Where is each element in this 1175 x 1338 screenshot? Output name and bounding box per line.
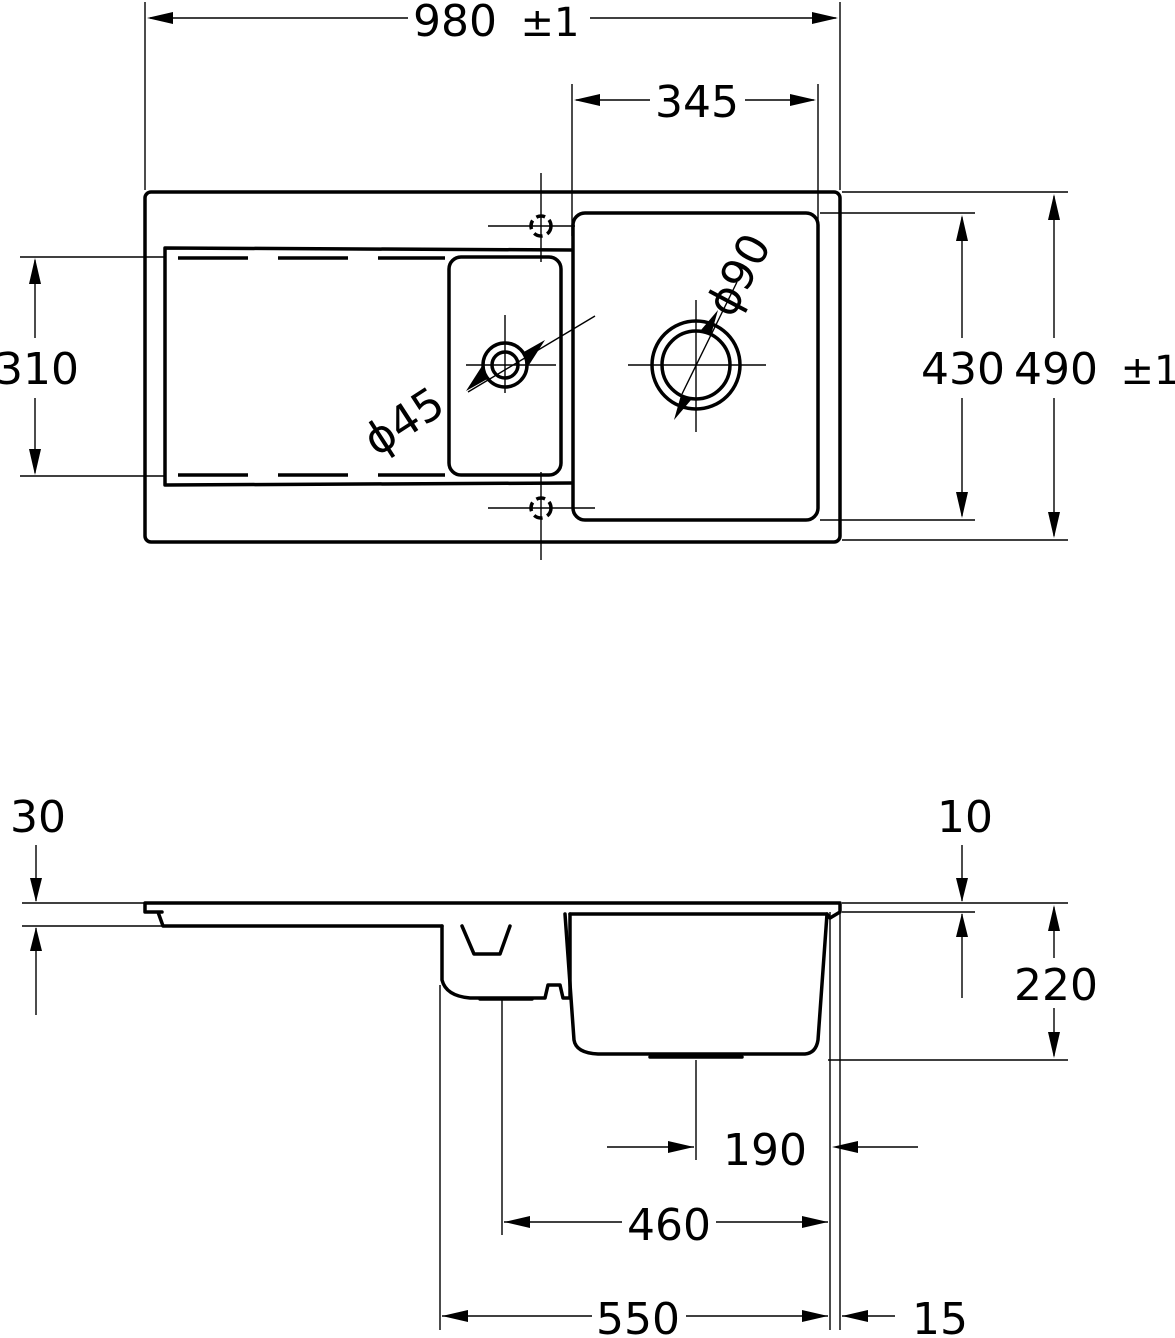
dim-bowl-width: 345 <box>655 77 739 128</box>
dim-overall-width: 980 <box>413 0 497 47</box>
top-view: 980 ±1 345 310 430 490 ±1 <box>0 0 1175 560</box>
dim-drainer-depth: 310 <box>0 344 79 395</box>
small-bowl <box>447 255 563 477</box>
small-bowl-strainer <box>460 924 512 956</box>
dim-bowl-height: 220 <box>1014 960 1098 1011</box>
dim-overall-width-tol: ±1 <box>521 0 580 46</box>
dim-rim-thickness: 30 <box>10 792 66 843</box>
sink-rim-profile <box>143 901 842 928</box>
dim-main-waste-dia: ϕ90 <box>697 226 782 325</box>
dim-waste-to-edge: 190 <box>723 1125 807 1176</box>
dim-cutout-to-edge: 550 <box>596 1294 680 1338</box>
small-bowl-profile <box>440 912 572 1000</box>
dim-overall-depth-tol: ±1 <box>1121 348 1175 394</box>
dim-edge-margin: 15 <box>912 1294 968 1338</box>
main-bowl <box>571 211 820 522</box>
side-view: 30 10 220 190 460 <box>10 792 1098 1338</box>
sink-outline <box>143 190 842 544</box>
dim-small-waste-to-edge: 460 <box>627 1200 711 1251</box>
dim-flange-offset: 10 <box>937 792 993 843</box>
drainer-area <box>163 246 574 487</box>
dim-overall-depth: 490 <box>1014 344 1098 395</box>
dim-small-waste-dia: ϕ45 <box>355 377 454 466</box>
main-bowl-profile <box>563 912 829 1056</box>
dim-bowl-depth: 430 <box>921 344 1005 395</box>
